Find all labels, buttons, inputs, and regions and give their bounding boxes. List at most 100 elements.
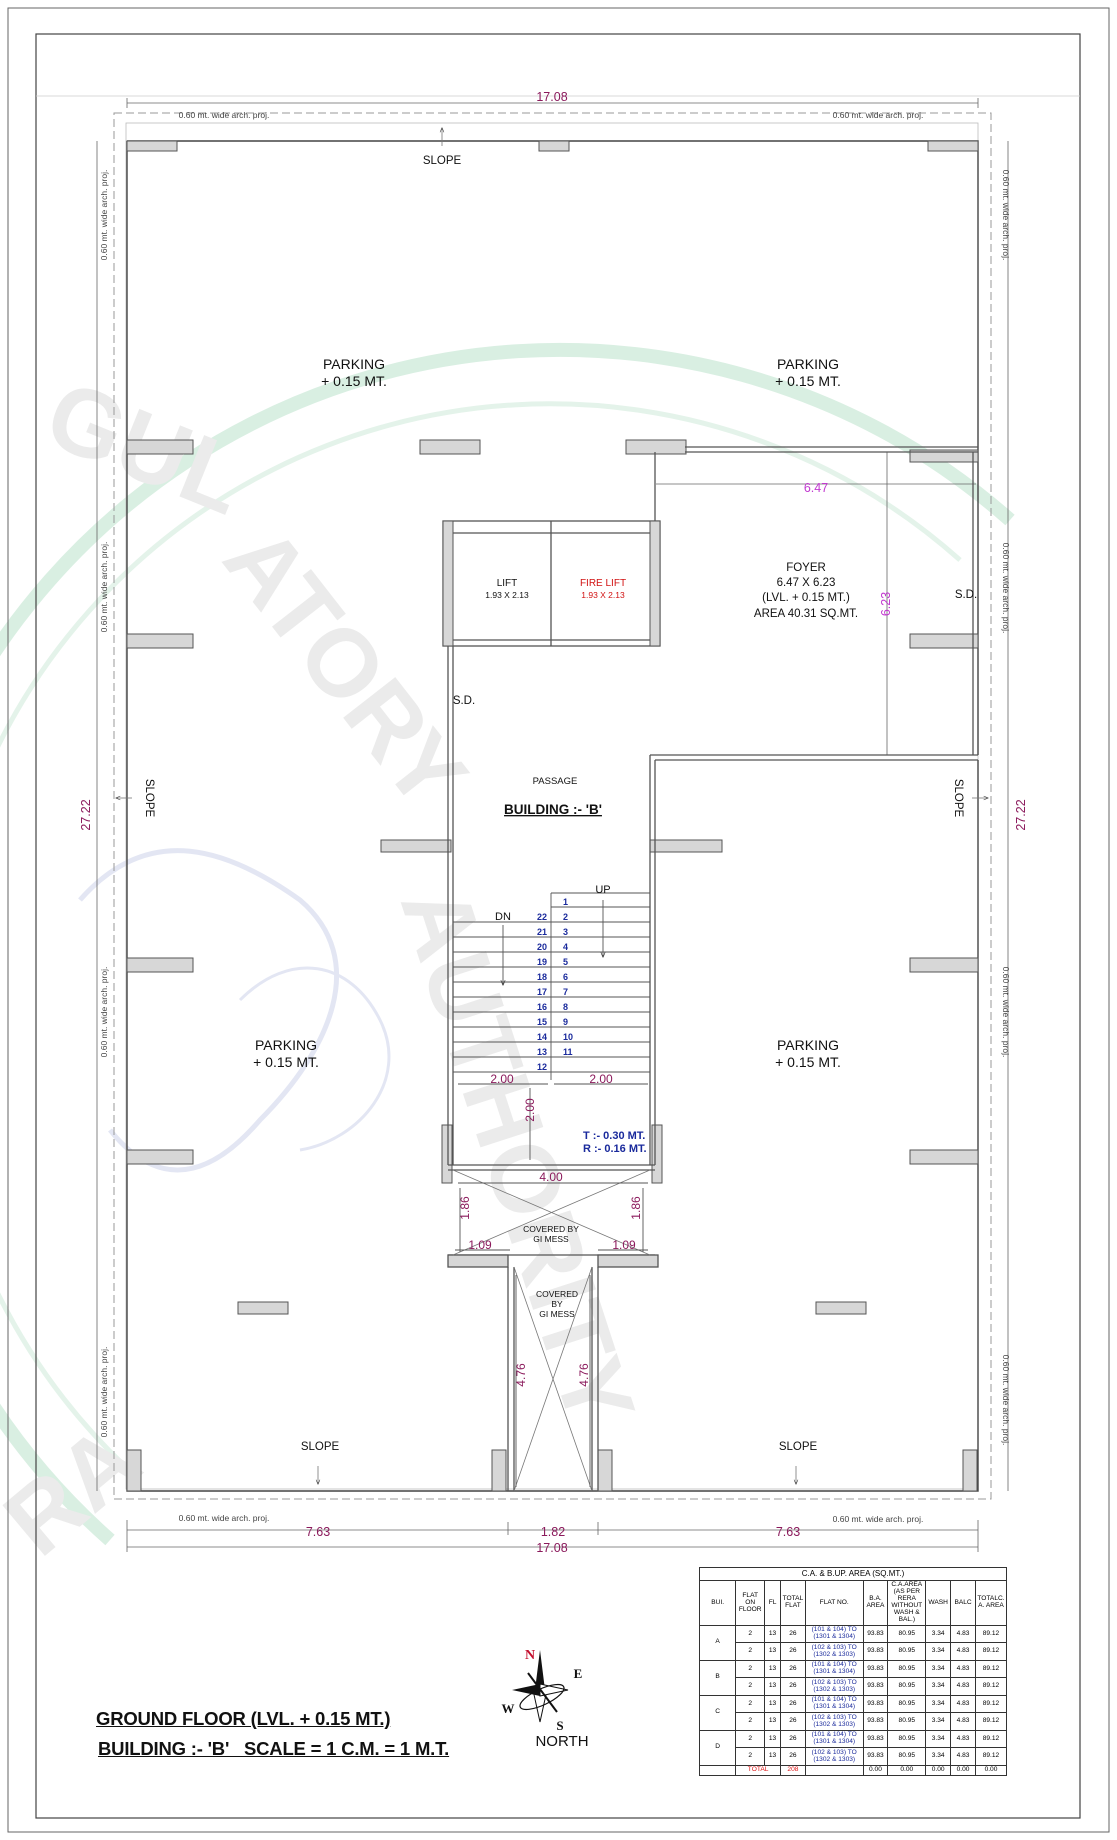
compass-north: N [525, 1648, 535, 1663]
total-ca: 0.00 [887, 1764, 927, 1776]
stair-step: 12 [537, 1062, 547, 1072]
table-cell-flat_no: (101 & 104) TO (1301 & 1304) [804, 1659, 864, 1679]
table-cell-flat_no: (102 & 103) TO (1302 & 1303) [804, 1642, 864, 1661]
tread-spec: T :- 0.30 MT. [583, 1130, 645, 1142]
slope-bottom-right: SLOPE [779, 1441, 818, 1453]
parking-bottom-right: PARKING [777, 1037, 839, 1053]
table-cell-ca: 80.95 [887, 1677, 927, 1696]
table-cell-wash: 3.34 [925, 1677, 952, 1696]
table-cell-total_flat: 26 [779, 1677, 806, 1696]
foyer-size: 6.47 X 6.23 [777, 577, 836, 589]
covered-court-line2: GI MESS [533, 1234, 569, 1244]
table-cell-total_flat: 26 [779, 1747, 806, 1766]
stair-step: 7 [563, 987, 568, 997]
dim-covered-width: 4.00 [539, 1170, 563, 1184]
slope-bottom-left: SLOPE [301, 1441, 340, 1453]
table-cell-total_flat: 26 [779, 1729, 806, 1749]
parking-top-right: PARKING [777, 356, 839, 372]
table-cell-flat_on_floor: 2 [735, 1729, 766, 1749]
total-wash: 0.00 [925, 1764, 952, 1776]
passage-label: PASSAGE [533, 776, 578, 787]
area-table-caption: C.A. & B.UP. AREA (SQ.MT.) [699, 1566, 1007, 1582]
table-cell-ba: 93.83 [862, 1677, 889, 1696]
stair-step: 21 [537, 927, 547, 937]
table-cell-floors: 13 [764, 1729, 781, 1749]
arch-projection-outline [113, 112, 992, 1500]
table-cell-ca: 80.95 [887, 1712, 927, 1731]
table-cell-tca: 89.12 [974, 1624, 1008, 1644]
drawing-title: GROUND FLOOR (LVL. + 0.15 MT.) [96, 1708, 391, 1729]
table-cell-ba: 93.83 [862, 1747, 889, 1766]
north-compass: N E S W NORTH [502, 1648, 589, 1750]
table-cell-balc: 4.83 [950, 1729, 976, 1749]
stair-step: 2 [563, 912, 568, 922]
area-table: C.A. & B.UP. AREA (SQ.MT.) BUI. FLAT ON … [698, 1566, 1008, 1776]
foyer-level: (LVL. + 0.15 MT.) [762, 592, 850, 604]
building-cell: D [698, 1729, 737, 1766]
table-cell-balc: 4.83 [950, 1659, 976, 1679]
stair-step: 9 [563, 1017, 568, 1027]
th-total-flat: TOTAL FLAT [779, 1580, 806, 1626]
foyer-label: FOYER [786, 562, 826, 574]
table-cell-ca: 80.95 [887, 1659, 927, 1679]
table-cell-tca: 89.12 [974, 1694, 1008, 1714]
dim-covered-depth-right: 1.86 [629, 1196, 643, 1220]
arch-proj-left-4: 0.60 mt. wide arch. proj. [99, 1347, 109, 1438]
covered-passage-line1: COVERED [536, 1289, 578, 1299]
dim-stair-left: 2.00 [490, 1072, 514, 1086]
arch-proj-left-3: 0.60 mt. wide arch. proj. [99, 967, 109, 1058]
stair-step: 5 [563, 957, 568, 967]
table-cell-total_flat: 26 [779, 1642, 806, 1661]
total-balc: 0.00 [950, 1764, 976, 1776]
table-cell-wash: 3.34 [925, 1712, 952, 1731]
table-cell-flat_on_floor: 2 [735, 1659, 766, 1679]
table-cell-ca: 80.95 [887, 1747, 927, 1766]
table-cell-total_flat: 26 [779, 1694, 806, 1714]
th-ba-area: B.A. AREA [862, 1580, 889, 1626]
table-cell-tca: 89.12 [974, 1747, 1008, 1766]
covered-passage-line2: BY [551, 1299, 563, 1309]
table-cell-balc: 4.83 [950, 1712, 976, 1731]
arch-proj-top-left: 0.60 mt. wide arch. proj. [179, 110, 270, 120]
table-cell-tca: 89.12 [974, 1659, 1008, 1679]
dim-foyer-width: 6.47 [804, 481, 828, 495]
stair-step: 10 [563, 1032, 573, 1042]
parking-top-left-level: + 0.15 MT. [321, 373, 387, 389]
total-label: TOTAL [735, 1764, 781, 1776]
riser-spec: R :- 0.16 MT. [583, 1143, 647, 1155]
fire-lift-label: FIRE LIFT [580, 578, 626, 589]
covered-court-line1: COVERED BY [523, 1224, 579, 1234]
drawing-border [35, 33, 1081, 1819]
table-cell-ba: 93.83 [862, 1659, 889, 1679]
parking-bottom-right-level: + 0.15 MT. [775, 1054, 841, 1070]
table-cell-balc: 4.83 [950, 1642, 976, 1661]
stair-step: 1 [563, 897, 568, 907]
compass-caption: NORTH [535, 1733, 588, 1750]
table-cell-balc: 4.83 [950, 1677, 976, 1696]
table-cell-wash: 3.34 [925, 1694, 952, 1714]
sd-foyer: S.D. [955, 589, 977, 601]
stair-step: 19 [537, 957, 547, 967]
compass-west: W [502, 1701, 515, 1716]
th-total-ca: TOTALC. A. AREA [974, 1580, 1008, 1626]
table-cell-total_flat: 26 [779, 1659, 806, 1679]
arch-proj-right-1: 0.60 mt. wide arch. proj. [1001, 170, 1011, 261]
dim-overall-width: 17.08 [536, 90, 567, 104]
total-tca: 0.00 [974, 1764, 1008, 1776]
th-floors: FL [764, 1580, 781, 1626]
parking-bottom-left-level: + 0.15 MT. [253, 1054, 319, 1070]
table-cell-ba: 93.83 [862, 1729, 889, 1749]
table-cell-flat_no: (102 & 103) TO (1302 & 1303) [804, 1677, 864, 1696]
table-cell-flat_no: (102 & 103) TO (1302 & 1303) [804, 1712, 864, 1731]
table-cell-floors: 13 [764, 1624, 781, 1644]
table-cell-floors: 13 [764, 1659, 781, 1679]
core-wall-fills [442, 520, 661, 647]
table-cell-floors: 13 [764, 1642, 781, 1661]
dim-stair-right: 2.00 [589, 1072, 613, 1086]
table-cell-balc: 4.83 [950, 1694, 976, 1714]
